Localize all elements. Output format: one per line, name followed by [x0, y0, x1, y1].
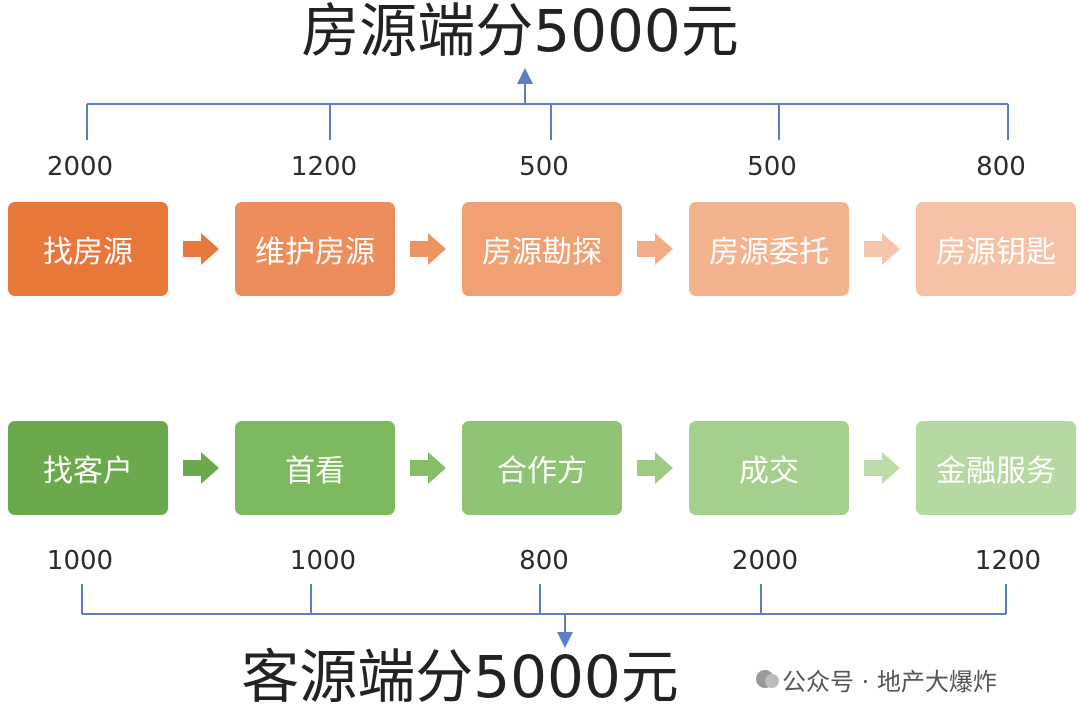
demand-flow-arrow-3 [637, 452, 673, 484]
demand-step-label: 金融服务 [936, 454, 1056, 489]
demand-title: 客源端分5000元 [241, 643, 679, 711]
supply-flow-arrow-4 [864, 233, 900, 265]
demand-value-3: 800 [519, 546, 569, 576]
supply-step-label: 房源钥匙 [936, 235, 1056, 270]
demand-flow-arrow-2 [410, 452, 446, 484]
supply-value-1: 2000 [46, 152, 114, 182]
demand-step-1: 找客户 [8, 421, 168, 515]
demand-step-label: 成交 [739, 454, 799, 489]
supply-flow-arrow-2 [410, 233, 446, 265]
supply-step-2: 维护房源 [235, 202, 395, 296]
demand-bracket [81, 584, 1007, 648]
demand-flow-arrow-1 [183, 452, 219, 484]
demand-step-5: 金融服务 [916, 421, 1076, 515]
demand-flow-arrow-4 [864, 452, 900, 484]
supply-bracket [86, 68, 1009, 140]
supply-step-label: 房源委托 [709, 235, 829, 270]
demand-step-label: 找客户 [43, 454, 133, 489]
demand-value-2: 1000 [289, 546, 357, 576]
supply-value-2: 1200 [290, 152, 358, 182]
supply-step-label: 房源勘探 [482, 235, 602, 270]
wechat-icon [756, 670, 779, 688]
demand-value-5: 1200 [974, 546, 1042, 576]
demand-value-1: 1000 [46, 546, 114, 576]
supply-step-3: 房源勘探 [462, 202, 622, 296]
demand-step-label: 合作方 [497, 454, 587, 489]
watermark: 公众号 · 地产大爆炸 [756, 664, 997, 696]
supply-flow-arrow-3 [637, 233, 673, 265]
supply-value-3: 500 [519, 152, 569, 182]
supply-value-5: 800 [976, 152, 1026, 182]
supply-flow-arrow-1 [183, 233, 219, 265]
demand-step-3: 合作方 [462, 421, 622, 515]
demand-step-4: 成交 [689, 421, 849, 515]
demand-value-4: 2000 [731, 546, 799, 576]
supply-step-1: 找房源 [8, 202, 168, 296]
demand-step-2: 首看 [235, 421, 395, 515]
supply-step-5: 房源钥匙 [916, 202, 1076, 296]
supply-step-label: 维护房源 [255, 235, 375, 270]
supply-title: 房源端分5000元 [301, 0, 739, 65]
supply-step-4: 房源委托 [689, 202, 849, 296]
supply-value-4: 500 [747, 152, 797, 182]
demand-step-label: 首看 [285, 454, 345, 489]
supply-step-label: 找房源 [43, 235, 133, 270]
watermark-text: 公众号 · 地产大爆炸 [782, 667, 997, 696]
